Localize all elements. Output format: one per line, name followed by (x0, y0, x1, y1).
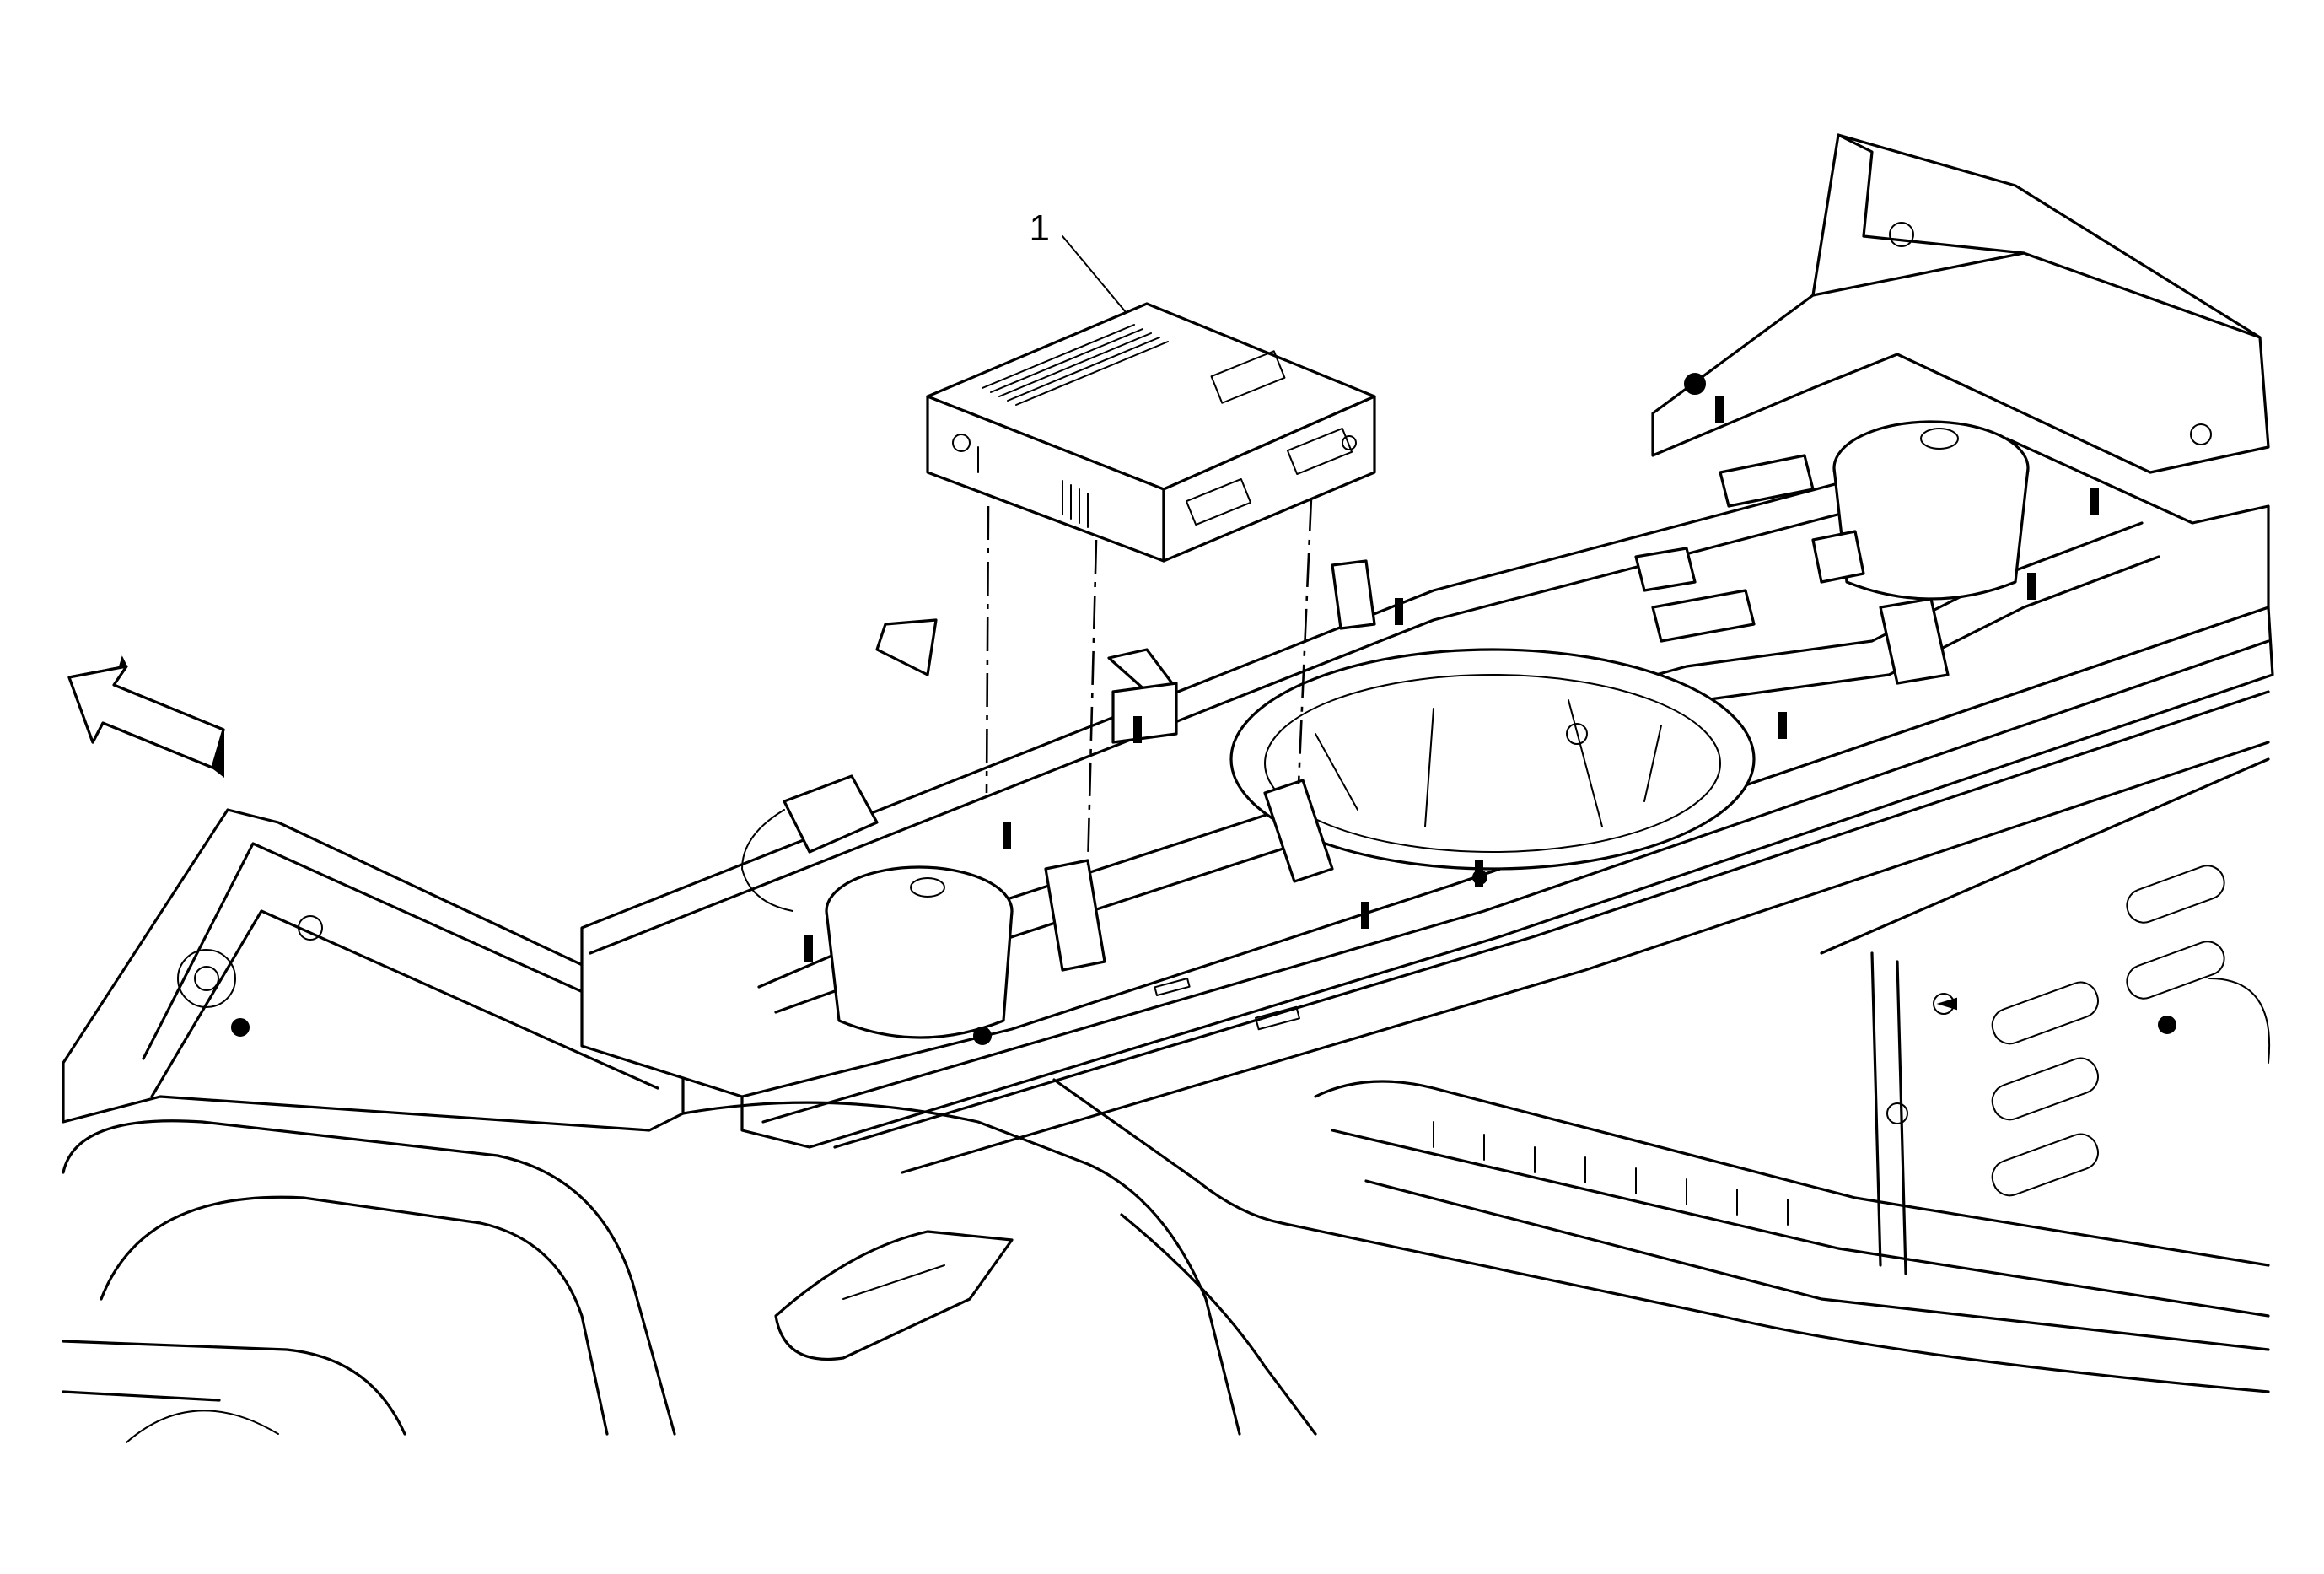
callout-1: 1 (1030, 208, 1127, 313)
component-1-module (926, 302, 1376, 563)
floor-structure (62, 606, 2274, 1443)
front-direction-arrow (67, 655, 225, 779)
explode-lines (985, 497, 1313, 870)
package-shelf (580, 133, 2270, 1098)
callout-1-label: 1 (1030, 208, 1050, 249)
